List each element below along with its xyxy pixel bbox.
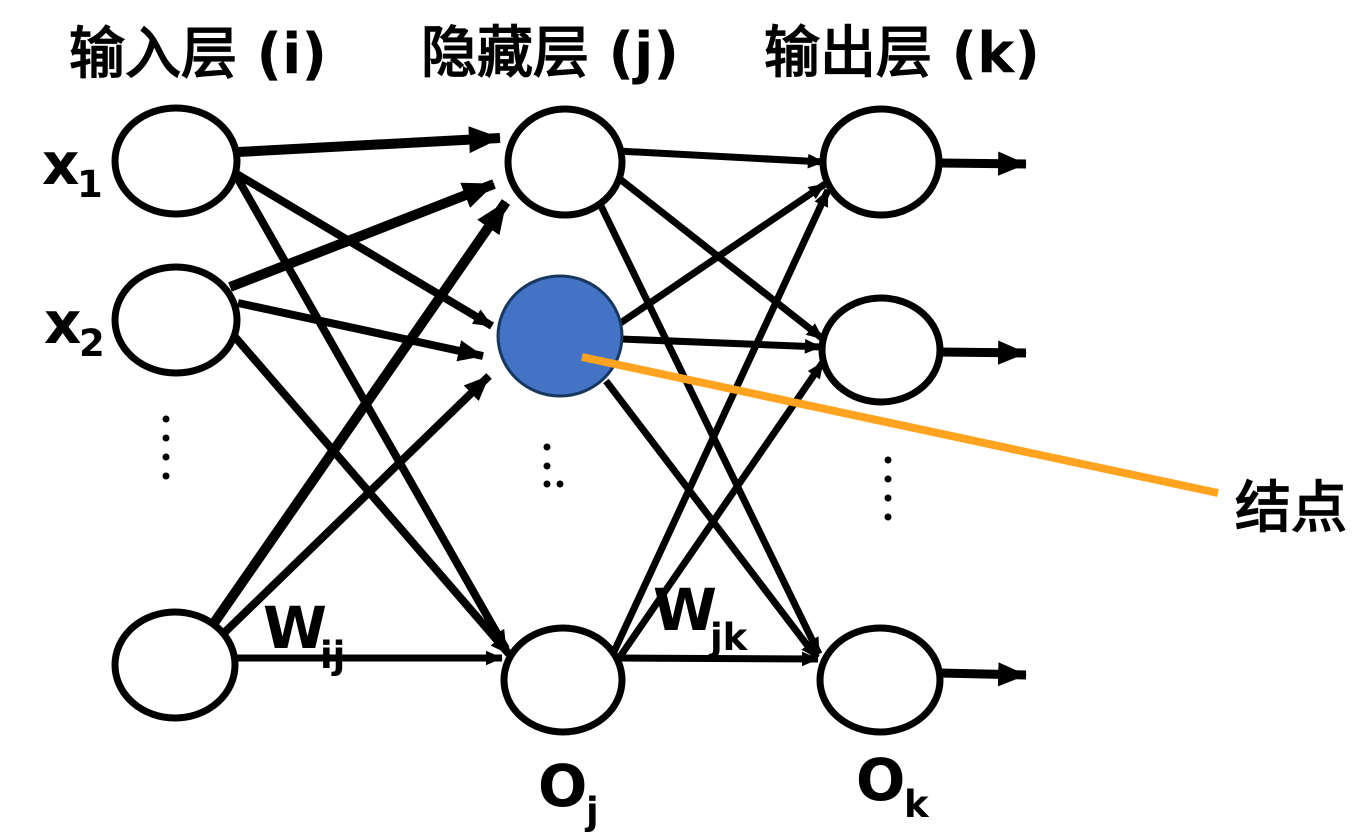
edge-x2-h1: [228, 179, 496, 292]
edge-x1-h1: [237, 126, 501, 157]
dot: [556, 480, 564, 488]
edge-h2-o2: [620, 335, 822, 354]
hidden-layer-title: 隐藏层 (j): [421, 21, 679, 86]
label-x2-base: x: [44, 289, 81, 357]
dot: [543, 480, 551, 488]
dot: [162, 453, 170, 461]
dot: [884, 456, 892, 464]
edge-x2-h2: [237, 299, 484, 362]
label-x1-base: x: [42, 130, 79, 198]
output-layer-ellipsis-icon: [884, 456, 892, 521]
hidden-layer-nodes: [496, 105, 626, 736]
edge-x3-h2: [221, 373, 492, 636]
callout-line: [581, 353, 1219, 497]
input-node-3: [111, 608, 239, 722]
label-x2-sub: 2: [79, 322, 105, 365]
output-layer-title: 输出层 (k): [764, 21, 1040, 86]
input-layer-title: 输入层 (i): [69, 22, 327, 87]
output-arrow-1-icon: [939, 151, 1027, 176]
label-w-jk-sub: jk: [708, 616, 749, 659]
edge-h2-o1: [617, 181, 827, 327]
edge-x3-h1: [209, 199, 511, 626]
dot: [543, 443, 551, 451]
edge-x1-h3: [230, 170, 510, 651]
label-o-j: O j: [538, 752, 599, 833]
label-w-jk: W jk: [653, 576, 749, 659]
dot: [543, 462, 551, 470]
label-x1-sub: 1: [77, 163, 103, 206]
callout-node-label: 结点: [1235, 476, 1347, 541]
edge-h3-o3: [620, 651, 819, 667]
label-o-k: O k: [856, 746, 930, 826]
edge-x2-h3: [225, 327, 513, 657]
hidden-layer-ellipsis-icon: [543, 443, 564, 488]
output-layer-nodes: [816, 105, 944, 736]
label-x2: x 2: [44, 289, 105, 365]
edge-h1-o3: [597, 204, 823, 656]
label-w-jk-base: W: [653, 576, 717, 644]
dot: [162, 415, 170, 423]
output-node-1: [819, 105, 943, 219]
output-arrow-2-icon: [939, 340, 1027, 365]
output-node-3: [816, 624, 944, 736]
dot: [884, 513, 892, 521]
label-x1: x 1: [42, 130, 103, 206]
output-arrow-3-icon: [939, 662, 1027, 687]
hidden-node-1: [504, 105, 626, 219]
input-layer-nodes: [111, 104, 241, 722]
label-w-ij-sub: ij: [320, 634, 345, 677]
edge-h3-o1: [608, 188, 832, 658]
label-w-ij: W ij: [263, 594, 345, 677]
label-o-k-sub: k: [904, 783, 930, 826]
input-layer-ellipsis-icon: [162, 415, 170, 480]
input-node-1: [111, 104, 241, 218]
dot: [884, 475, 892, 483]
label-w-ij-base: W: [263, 594, 327, 662]
edge-h3-o2: [614, 360, 826, 663]
dot: [884, 494, 892, 502]
hidden-node-3: [500, 624, 626, 736]
edge-x1-h2: [227, 166, 495, 330]
output-node-2: [818, 294, 944, 406]
label-o-j-sub: j: [584, 790, 599, 833]
edges-hidden-to-output: [597, 147, 832, 667]
input-node-2: [111, 263, 241, 377]
dot: [162, 434, 170, 442]
edge-h1-o1: [617, 147, 825, 169]
label-o-j-base: O: [538, 752, 587, 820]
hidden-node-2-highlighted: [496, 274, 624, 398]
dot: [162, 472, 170, 480]
output-arrows: [939, 151, 1027, 687]
edges-input-to-hidden: [209, 126, 513, 666]
label-o-k-base: O: [856, 746, 905, 814]
